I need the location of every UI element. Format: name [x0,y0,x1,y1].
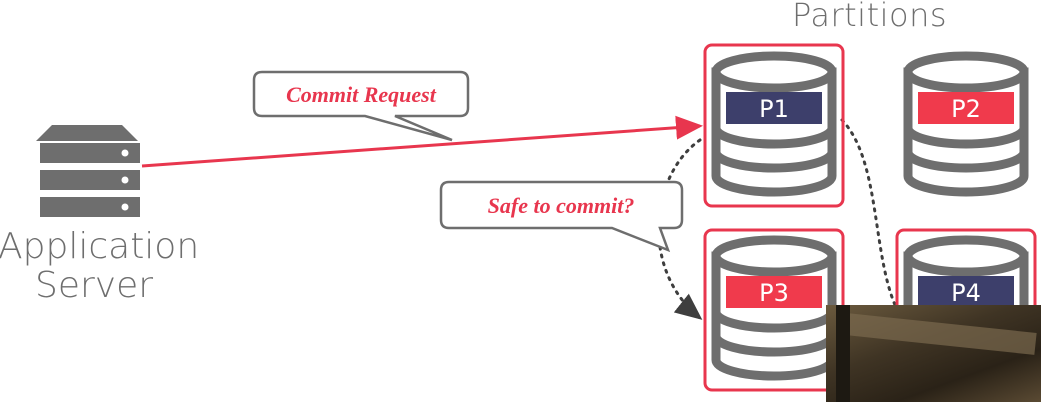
partition-p2: P2 [903,51,1029,197]
partition-p3: P3 [711,235,837,381]
commit-request-callout: Commit Request [252,70,470,142]
partition-p1: P1 [711,51,837,197]
partition-band-p2 [918,92,1014,124]
video-frame-detail [845,313,1037,355]
commit-request-arrow [141,115,703,168]
video-frame-edge [836,305,850,402]
app-server-label-line2: Server [35,265,154,306]
commit-request-label: Commit Request [286,82,437,107]
server-icon [0,125,140,217]
speaker-video-overlay [826,305,1041,402]
partition-label-p4: P4 [951,279,981,307]
partition-label-p1: P1 [759,95,789,123]
safe-to-commit-callout: Safe to commit? [439,180,684,253]
partition-band-p1 [726,92,822,124]
partitions-title: Partitions [792,0,948,34]
app-server-label-line1: Application [0,226,200,267]
partition-label-p2: P2 [951,95,981,123]
partition-highlight-p1 [703,43,845,208]
partition-band-p4 [918,276,1014,308]
dotted-arrow-p1-p4 [840,118,897,307]
partition-label-p3: P3 [759,279,789,307]
safe-to-commit-label: Safe to commit? [488,193,635,218]
partition-band-p3 [726,276,822,308]
